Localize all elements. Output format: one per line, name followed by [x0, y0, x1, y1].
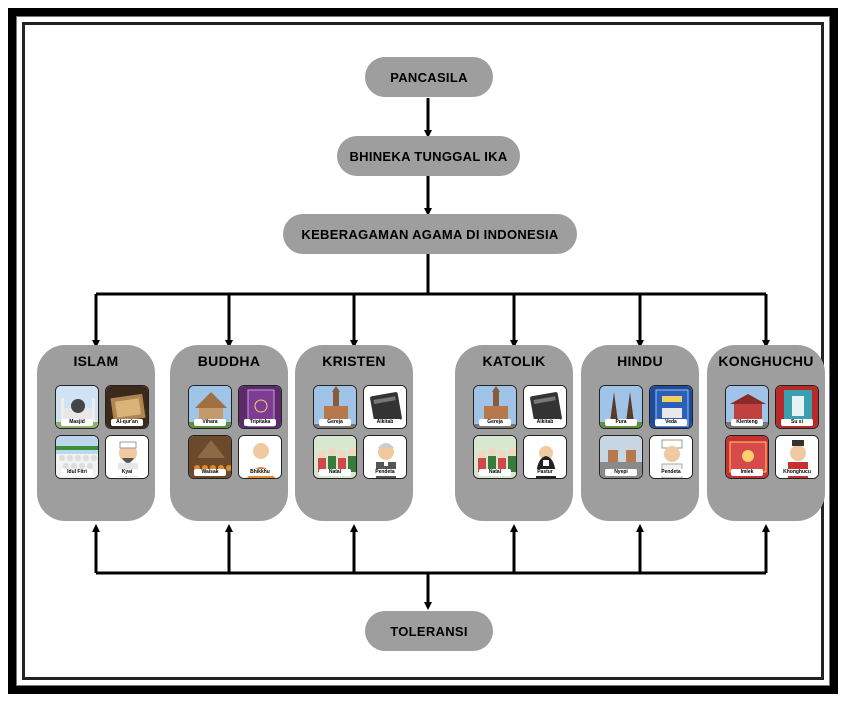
religion-item-label: Pura — [605, 419, 637, 426]
religion-item-label: Klenteng — [731, 419, 763, 426]
toleransi-node: TOLERANSI — [365, 611, 493, 651]
religion-item-tile: Alkitab — [523, 385, 567, 429]
religion-item-label: Gereja — [319, 419, 351, 426]
religion-item-label: Gereja — [479, 419, 511, 426]
religion-item-tile: Al-qur'an — [105, 385, 149, 429]
religion-card-title: KRISTEN — [322, 353, 386, 369]
religion-item-label: Pendeta — [369, 469, 401, 476]
religion-card-title: BUDDHA — [197, 353, 261, 369]
religion-item-tile: Alkitab — [363, 385, 407, 429]
religion-item-tile: Kyai — [105, 435, 149, 479]
religion-item-label: Su si — [781, 419, 813, 426]
religion-item-tile: Bhikkhu — [238, 435, 282, 479]
religion-item-label: Tripitaka — [244, 419, 276, 426]
religion-item-tile: Klenteng — [725, 385, 769, 429]
religion-item-label: Alkitab — [369, 419, 401, 426]
inner-border — [22, 22, 824, 680]
religion-card-title: ISLAM — [73, 353, 119, 369]
religion-item-tile: Vihara — [188, 385, 232, 429]
religion-item-tile: Natal — [473, 435, 517, 479]
religion-item-tile: Gereja — [473, 385, 517, 429]
religion-card-konghuchu: KONGHUCHU Klenteng Su si Imlek Khonghucu — [707, 345, 825, 521]
religion-item-tile: Veda — [649, 385, 693, 429]
religion-item-label: Kyai — [111, 469, 143, 476]
pancasila-node: PANCASILA — [365, 57, 493, 97]
religion-item-tile: Nyepi — [599, 435, 643, 479]
religion-item-label: Nyepi — [605, 469, 637, 476]
religion-item-label: Veda — [655, 419, 687, 426]
religion-item-tile: Gereja — [313, 385, 357, 429]
religion-item-tile: Pendeta — [363, 435, 407, 479]
religion-item-tile: Su si — [775, 385, 819, 429]
religion-item-label: Bhikkhu — [244, 469, 276, 476]
religion-item-label: Khonghucu — [781, 469, 813, 476]
religion-item-tile: Pura — [599, 385, 643, 429]
religion-item-label: Alkitab — [529, 419, 561, 426]
religion-item-tile: Natal — [313, 435, 357, 479]
religion-item-label: Idul Fitri — [61, 469, 93, 476]
religion-item-tile: Idul Fitri — [55, 435, 99, 479]
keberagaman-node: KEBERAGAMAN AGAMA DI INDONESIA — [283, 214, 577, 254]
religion-item-label: Al-qur'an — [111, 419, 143, 426]
religion-item-tile: Masjid — [55, 385, 99, 429]
religion-card-title: HINDU — [617, 353, 663, 369]
religion-item-label: Vihara — [194, 419, 226, 426]
religion-item-tile: Waisak — [188, 435, 232, 479]
religion-item-label: Natal — [479, 469, 511, 476]
religion-item-label: Masjid — [61, 419, 93, 426]
religion-item-label: Pendeta — [655, 469, 687, 476]
religion-item-label: Imlek — [731, 469, 763, 476]
religion-item-tile: Khonghucu — [775, 435, 819, 479]
religion-item-label: Pastur — [529, 469, 561, 476]
religion-item-tile: Pastur — [523, 435, 567, 479]
religion-item-label: Waisak — [194, 469, 226, 476]
religion-item-tile: Imlek — [725, 435, 769, 479]
bhineka-node: BHINEKA TUNGGAL IKA — [337, 136, 520, 176]
religion-item-tile: Pendeta — [649, 435, 693, 479]
religion-item-label: Natal — [319, 469, 351, 476]
religion-item-tile: Tripitaka — [238, 385, 282, 429]
religion-card-title: KONGHUCHU — [718, 353, 814, 369]
religion-card-title: KATOLIK — [482, 353, 546, 369]
